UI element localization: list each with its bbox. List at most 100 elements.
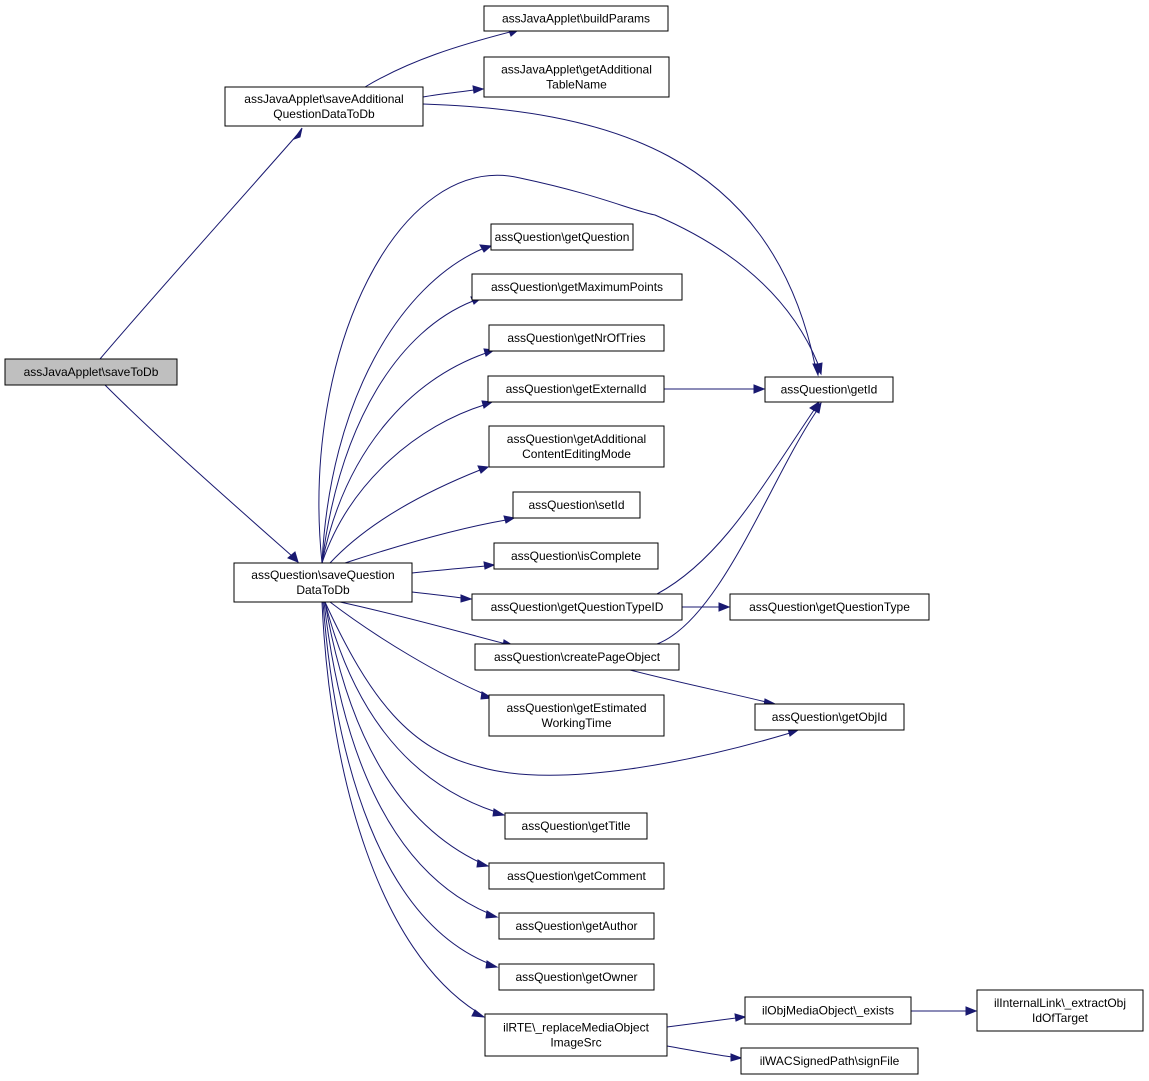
node-label: assQuestion\getQuestionTypeID xyxy=(491,600,664,614)
edge-saveQuestionDataToDb-to-getQuestion xyxy=(321,244,493,564)
node-label: ContentEditingMode xyxy=(522,447,631,461)
edge-line xyxy=(656,409,815,595)
node-getId[interactable]: assQuestion\getId xyxy=(764,376,894,403)
node-box xyxy=(484,1013,668,1057)
edge-line xyxy=(422,89,475,98)
node-label: assQuestion\getAuthor xyxy=(515,919,637,933)
node-box xyxy=(488,324,665,352)
node-signFile[interactable]: ilWACSignedPath\signFile xyxy=(740,1047,919,1075)
arrowhead-icon xyxy=(481,400,494,409)
node-box xyxy=(487,375,665,403)
edge-line xyxy=(318,175,819,564)
node-label: assJavaApplet\buildParams xyxy=(502,12,650,26)
edge-line xyxy=(321,601,478,1013)
node-label: assQuestion\getComment xyxy=(507,869,646,883)
arrowhead-icon xyxy=(813,362,823,376)
node-box xyxy=(498,912,655,940)
node-label: assJavaApplet\saveToDb xyxy=(24,365,159,379)
arrowhead-icon xyxy=(472,85,485,94)
node-getQuestionType[interactable]: assQuestion\getQuestionType xyxy=(729,593,930,621)
edge-replaceMediaObjectImageSrc-to-exists xyxy=(666,1013,747,1028)
node-label: IdOfTarget xyxy=(1032,1011,1089,1025)
node-box xyxy=(474,643,680,671)
edge-saveQuestionDataToDb-to-getQuestionTypeID xyxy=(411,591,473,603)
node-box xyxy=(471,273,683,301)
node-label: WorkingTime xyxy=(541,716,611,730)
node-label: DataToDb xyxy=(296,583,350,597)
node-box xyxy=(764,376,894,403)
edge-saveQuestionDataToDb-to-getEstimatedWorkingTime xyxy=(329,601,494,700)
edge-saveQuestionDataToDb-to-getAdditionalContentEditingMode xyxy=(329,465,490,564)
arrowhead-icon xyxy=(471,1009,486,1018)
node-box xyxy=(490,223,634,251)
edge-saveToDb-to-saveAdditional xyxy=(99,127,303,360)
node-getObjId[interactable]: assQuestion\getObjId xyxy=(754,703,905,731)
edge-line xyxy=(656,411,817,645)
node-label: assJavaApplet\getAdditional xyxy=(501,63,652,77)
node-box xyxy=(233,562,413,603)
node-label: ilInternalLink\_extractObj xyxy=(994,996,1126,1010)
node-label: ImageSrc xyxy=(550,1036,601,1050)
edge-line xyxy=(324,601,482,864)
node-createPageObject[interactable]: assQuestion\createPageObject xyxy=(474,643,680,671)
node-getNrOfTries[interactable]: assQuestion\getNrOfTries xyxy=(488,324,665,352)
node-getAdditionalContentEditingMode[interactable]: assQuestion\getAdditionalContentEditingM… xyxy=(488,425,665,468)
node-setId[interactable]: assQuestion\setId xyxy=(512,491,641,519)
node-isComplete[interactable]: assQuestion\isComplete xyxy=(493,542,659,570)
edge-line xyxy=(324,601,497,813)
node-label: ilObjMediaObject\_exists xyxy=(762,1004,894,1018)
arrowhead-icon xyxy=(485,960,499,969)
arrowhead-icon xyxy=(492,808,506,817)
edge-line xyxy=(411,591,463,599)
node-label: assQuestion\getQuestionType xyxy=(749,600,910,614)
node-label: TableName xyxy=(546,78,607,92)
edge-saveToDb-to-saveQuestionDataToDb xyxy=(104,384,299,563)
edge-saveQuestionDataToDb-to-getObjId xyxy=(324,601,800,776)
edge-line xyxy=(99,134,298,360)
edge-saveQuestionDataToDb-to-replaceMediaObjectImageSrc xyxy=(321,601,486,1018)
edge-line xyxy=(629,669,767,703)
node-label: ilRTE\_replaceMediaObject xyxy=(503,1021,650,1035)
node-box xyxy=(471,593,683,621)
node-getExternalId[interactable]: assQuestion\getExternalId xyxy=(487,375,665,403)
node-box xyxy=(483,56,670,98)
edge-saveQuestionDataToDb-to-getMaximumPoints xyxy=(321,296,483,564)
node-getAuthor[interactable]: assQuestion\getAuthor xyxy=(498,912,655,940)
arrowhead-icon xyxy=(734,1013,747,1022)
node-label: assJavaApplet\saveAdditional xyxy=(244,92,403,106)
edge-line xyxy=(329,469,481,564)
node-exists[interactable]: ilObjMediaObject\_exists xyxy=(744,996,912,1025)
node-getComment[interactable]: assQuestion\getComment xyxy=(488,862,665,890)
arrowhead-icon xyxy=(292,127,303,140)
node-box xyxy=(754,703,905,731)
node-saveAdditional[interactable]: assJavaApplet\saveAdditionalQuestionData… xyxy=(224,86,424,127)
edge-line xyxy=(323,601,491,915)
arrowhead-icon xyxy=(483,561,496,570)
arrowhead-icon xyxy=(503,515,516,524)
edge-saveQuestionDataToDb-to-setId xyxy=(344,515,516,564)
node-getQuestion[interactable]: assQuestion\getQuestion xyxy=(490,223,634,251)
node-getQuestionTypeID[interactable]: assQuestion\getQuestionTypeID xyxy=(471,593,683,621)
node-label: assQuestion\getObjId xyxy=(772,710,887,724)
edge-saveQuestionDataToDb-to-getComment xyxy=(324,601,490,868)
edge-line xyxy=(324,601,791,776)
edge-saveQuestionDataToDb-to-getNrOfTries xyxy=(321,348,496,564)
node-getMaximumPoints[interactable]: assQuestion\getMaximumPoints xyxy=(471,273,683,301)
node-buildParams[interactable]: assJavaApplet\buildParams xyxy=(483,5,669,32)
node-getOwner[interactable]: assQuestion\getOwner xyxy=(498,963,655,991)
edge-saveQuestionDataToDb-to-getAuthor xyxy=(323,601,499,919)
edge-line xyxy=(364,31,511,88)
edge-createPageObject-to-getId xyxy=(656,401,822,645)
node-box xyxy=(504,812,648,840)
node-getTitle[interactable]: assQuestion\getTitle xyxy=(504,812,648,840)
node-label: assQuestion\getNrOfTries xyxy=(507,331,645,345)
edge-getExternalId-to-getId xyxy=(664,384,766,394)
node-label: assQuestion\getAdditional xyxy=(507,432,646,446)
node-label: assQuestion\getExternalId xyxy=(506,382,647,396)
